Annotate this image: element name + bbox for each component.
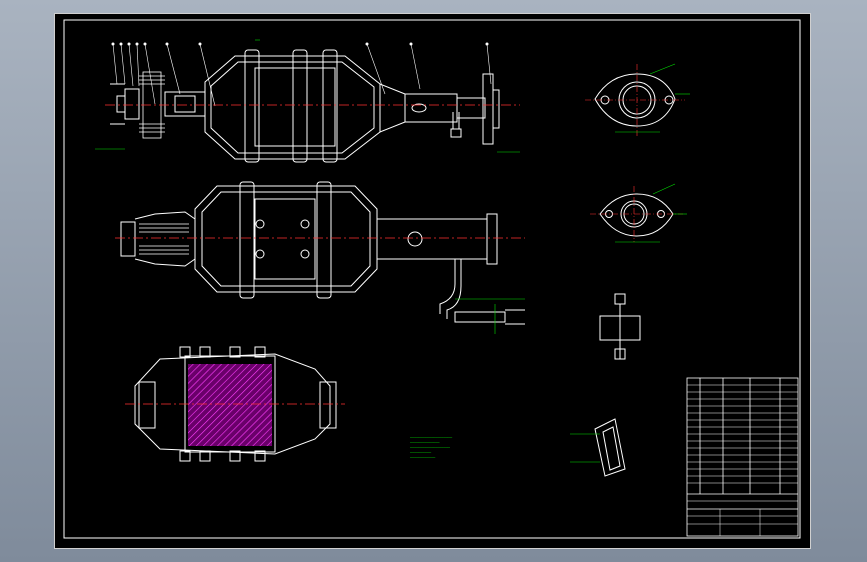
flange-dimensions	[615, 63, 690, 243]
top-view	[110, 42, 500, 163]
front-view-dimensions	[455, 298, 525, 334]
catalyst-substrate-hatch	[188, 364, 272, 446]
front-view	[120, 181, 525, 325]
cad-drawing: ──────────────────── ────────────── ────…	[63, 19, 801, 539]
flange-detail-2	[599, 193, 674, 237]
inner-border	[63, 19, 801, 539]
note-line-5: ────────────	[409, 456, 436, 460]
title-block	[686, 377, 799, 537]
flange-centerlines	[585, 64, 685, 242]
technical-notes: ──────────────────── ────────────── ────…	[409, 436, 453, 460]
top-view-dimensions	[95, 39, 520, 153]
note-line-2: ──────────────	[409, 441, 440, 445]
bolt-section-detail	[599, 293, 641, 360]
note-line-4: ──────────	[409, 451, 432, 455]
drawing-sheet: ──────────────────── ────────────── ────…	[54, 13, 811, 549]
note-line-1: ────────────────────	[409, 436, 453, 440]
note-line-3: ───────────────────	[409, 446, 451, 450]
clamp-section-detail	[570, 418, 626, 477]
